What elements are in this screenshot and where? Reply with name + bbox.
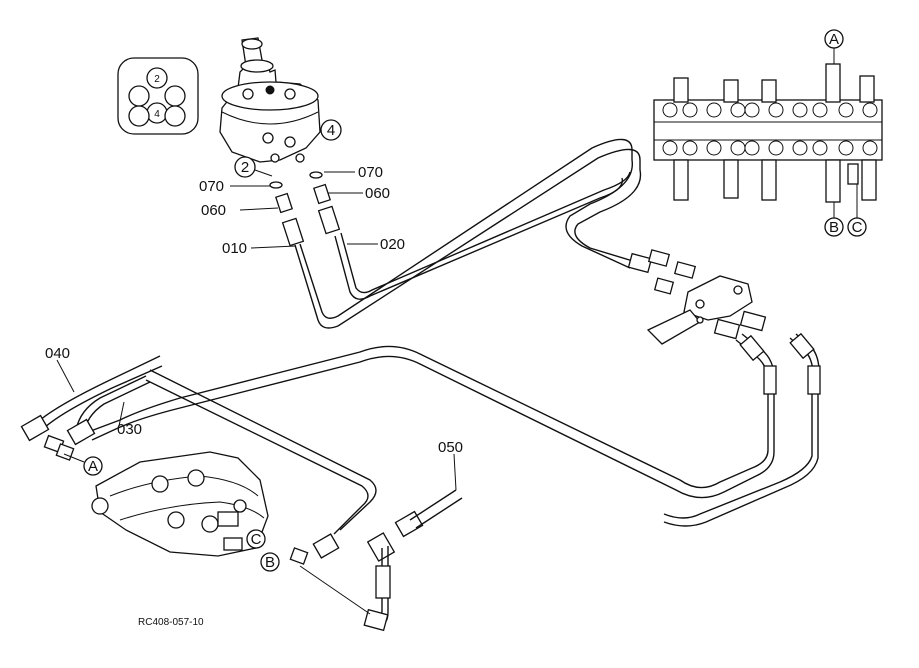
port-A-valve-marker: A (63, 453, 103, 476)
port-C-valve-marker: C (246, 529, 266, 549)
port-C-top-marker: C (847, 217, 867, 237)
adapter-060-left (275, 192, 293, 214)
part-060-right-label: 060 (365, 185, 390, 202)
port-4-marker: 4 (320, 119, 342, 141)
port-B-top-marker: B (824, 217, 844, 237)
part-040-label: 040 (45, 345, 70, 362)
port-A-top-marker: A (824, 29, 844, 49)
port-2-label: 2 (241, 159, 249, 176)
part-070-left-label: 070 (199, 178, 224, 195)
part-030-label: 030 (117, 421, 142, 438)
adapter-060-right (313, 183, 331, 205)
port-B-top-label: B (829, 219, 839, 236)
inset-port-4-label: 4 (154, 109, 160, 120)
port-C-top-label: C (852, 219, 863, 236)
junction-block (627, 249, 767, 345)
pilot-fittings (269, 171, 341, 247)
main-control-valve (91, 451, 269, 557)
hose-050-long (87, 345, 819, 535)
port-C-valve-label: C (251, 531, 262, 548)
port-A-valve-label: A (88, 458, 98, 475)
drawing-code: RC408-057-10 (138, 617, 204, 628)
port-4-label: 4 (327, 122, 335, 139)
hose-right-down (735, 332, 821, 440)
port-B-valve-marker: B (260, 552, 280, 572)
valve-fittings-bottom (289, 489, 463, 632)
inset-port-2-label: 2 (154, 74, 160, 85)
part-070-right-label: 070 (358, 164, 383, 181)
o-ring-070-right (309, 171, 323, 179)
o-ring-070-left (269, 181, 283, 189)
control-valve-bank (653, 63, 883, 203)
port-A-top-label: A (829, 31, 839, 48)
port-2-marker: 2 (234, 156, 273, 178)
part-010-label: 010 (222, 240, 247, 257)
part-020-label: 020 (380, 236, 405, 253)
port-layout-inset: 2 4 (117, 57, 199, 135)
pilot-control-valve (219, 37, 321, 163)
part-050-label: 050 (438, 439, 463, 456)
hose-030-040 (20, 355, 163, 461)
port-B-valve-label: B (265, 554, 275, 571)
hose-010-020 (294, 138, 642, 329)
part-060-left-label: 060 (201, 202, 226, 219)
